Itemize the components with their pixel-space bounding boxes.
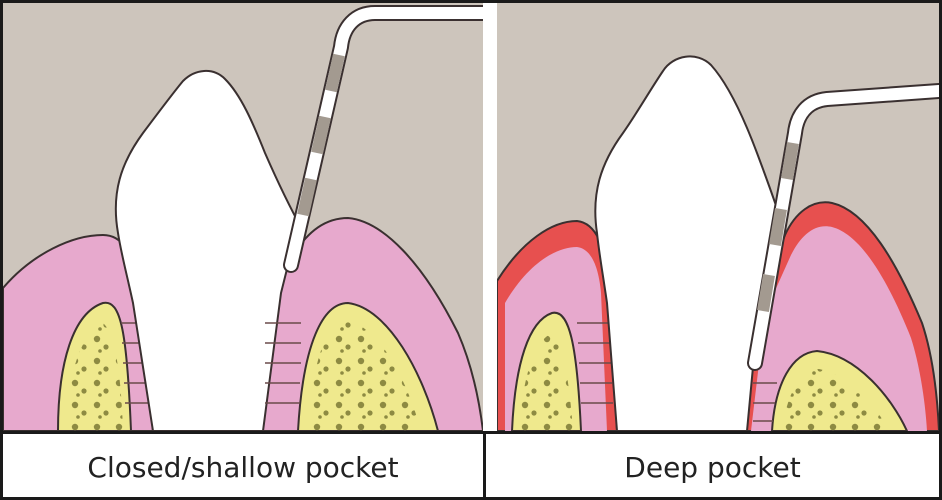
deep-pocket-panel (497, 3, 939, 431)
deep-pocket-caption: Deep pocket (486, 434, 939, 500)
panel-gap (483, 3, 497, 431)
shallow-pocket-panel (3, 3, 483, 431)
shallow-pocket-illustration (3, 3, 483, 431)
shallow-pocket-caption: Closed/shallow pocket (3, 434, 483, 500)
deep-pocket-illustration (497, 3, 939, 431)
